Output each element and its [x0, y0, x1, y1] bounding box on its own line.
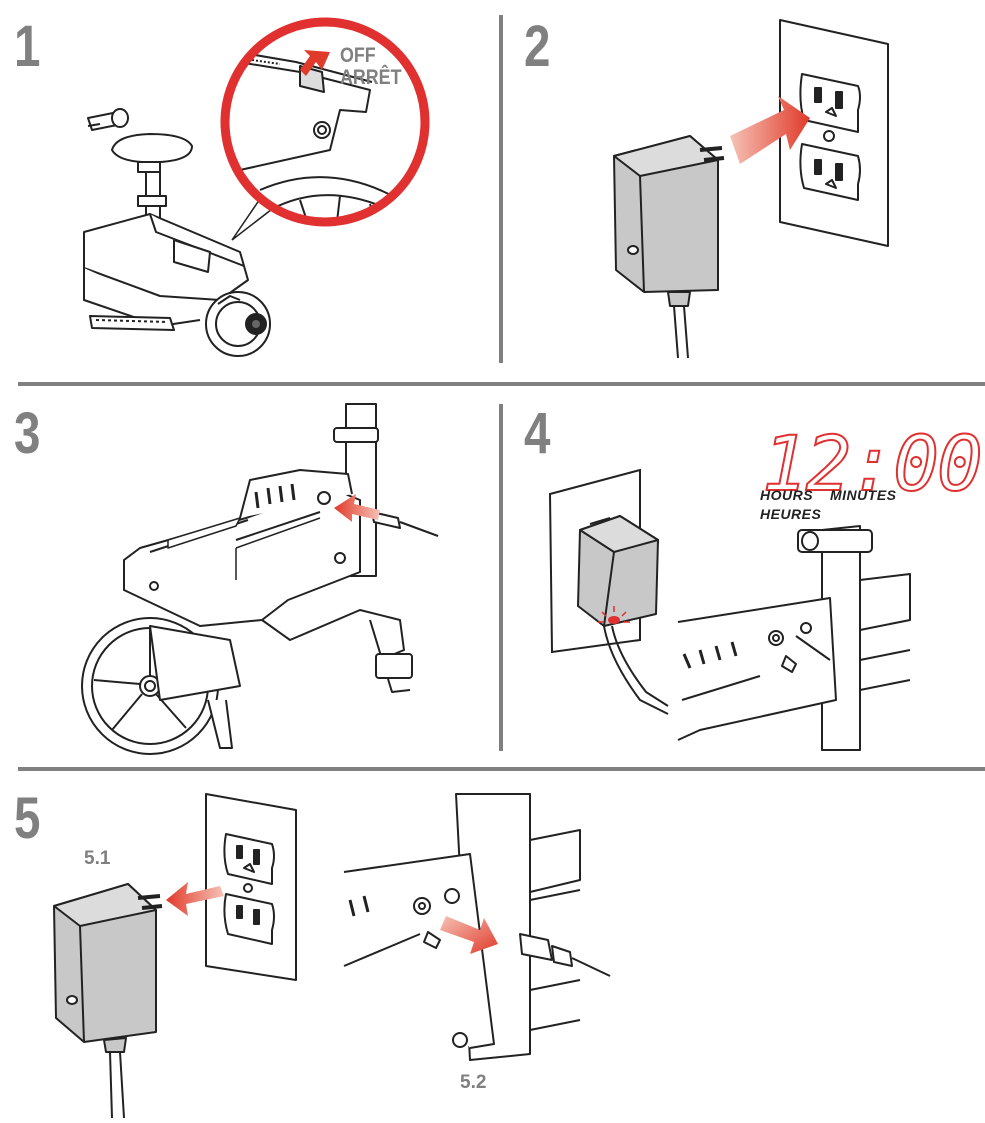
step-5-disconnect-arrow — [440, 916, 498, 954]
step-3-number: 3 — [14, 401, 41, 466]
step-4-hours-label: HOURS — [760, 487, 814, 503]
step-5-console-frame — [343, 793, 611, 1061]
step-5-power-adapter — [53, 883, 163, 1119]
step-4-power-adapter — [577, 515, 669, 715]
step-1-bike-illustration — [83, 108, 271, 357]
step-4-clock-display: 12:00 — [761, 419, 984, 508]
vertical-divider-top — [499, 15, 503, 363]
step-5-wall-outlet — [205, 793, 297, 981]
step-4-number: 4 — [524, 401, 551, 466]
step-3-connect-arrow — [334, 494, 380, 522]
step-4-hours-label-fr: HEURES — [760, 506, 822, 522]
horizontal-divider-1 — [18, 382, 985, 386]
step-4-minutes-label: MINUTES — [830, 487, 897, 503]
step-4-indicator-light — [598, 606, 630, 624]
step-4-console-frame — [677, 525, 911, 751]
step-2-number: 2 — [524, 14, 551, 79]
off-label-fr: ARRÊT — [340, 66, 402, 89]
step-5-number: 5 — [14, 786, 41, 851]
step-2-plug-in-arrow — [730, 96, 810, 164]
sub-step-5-2-label: 5.2 — [460, 1072, 487, 1093]
step-5-unplug-arrow — [166, 882, 224, 916]
step-1-number: 1 — [14, 14, 41, 79]
off-label-en: OFF — [340, 44, 376, 67]
step-3-bike-illustration — [81, 403, 439, 755]
vertical-divider-middle — [499, 404, 503, 751]
horizontal-divider-2 — [18, 767, 985, 771]
step-2-power-adapter — [613, 135, 725, 359]
step-1-magnified-switch — [220, 17, 430, 227]
sub-step-5-1-label: 5.1 — [84, 848, 111, 869]
step-2-wall-outlet — [779, 19, 889, 247]
step-1-switch-off-label: OFF ARRÊT — [340, 45, 401, 89]
